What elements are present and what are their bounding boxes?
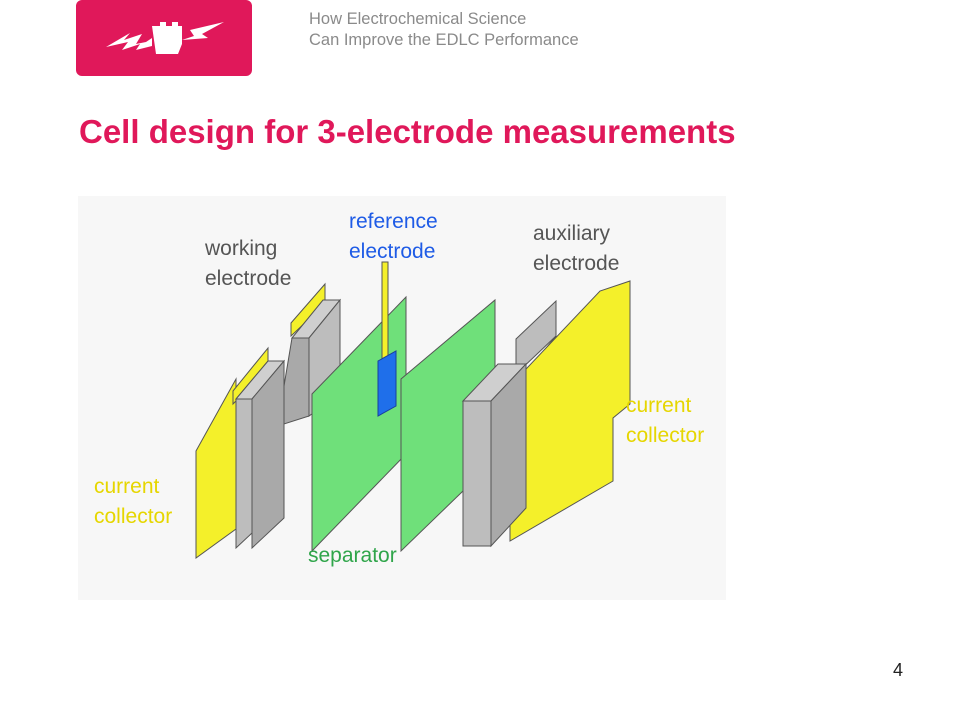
header-line-2: Can Improve the EDLC Performance — [309, 31, 579, 49]
logo-mark — [106, 22, 224, 54]
cell-diagram: working electrode reference electrode au… — [78, 196, 726, 600]
label-reference-line1: reference — [349, 210, 438, 233]
slide-title: Cell design for 3-electrode measurements — [79, 113, 736, 150]
logo — [76, 0, 252, 76]
right-collector-plate — [509, 280, 631, 542]
header-line-1: How Electrochemical Science — [309, 10, 527, 28]
label-current-left-line1: current — [94, 475, 160, 498]
label-auxiliary-line1: auxiliary — [533, 222, 611, 245]
label-current-right-line1: current — [626, 394, 692, 417]
presentation-header: How Electrochemical Science Can Improve … — [309, 9, 579, 51]
cell-diagram-svg: working electrode reference electrode au… — [78, 196, 726, 600]
lightning-fist-icon — [76, 0, 252, 76]
reference-electrode-wire — [381, 261, 389, 366]
auxiliary-electrode-front — [462, 400, 492, 547]
label-working-line2: electrode — [205, 267, 291, 290]
label-reference-line2: electrode — [349, 240, 435, 263]
label-working-line1: working — [204, 237, 277, 260]
page-number: 4 — [892, 660, 903, 680]
label-auxiliary-line2: electrode — [533, 252, 619, 275]
label-current-left-line2: collector — [94, 505, 172, 528]
working-electrode-side — [251, 359, 285, 550]
label-separator: separator — [308, 544, 397, 567]
reference-electrode-body — [377, 350, 397, 417]
auxiliary-electrode-front-side — [490, 362, 527, 548]
label-current-right-line2: collector — [626, 424, 704, 447]
